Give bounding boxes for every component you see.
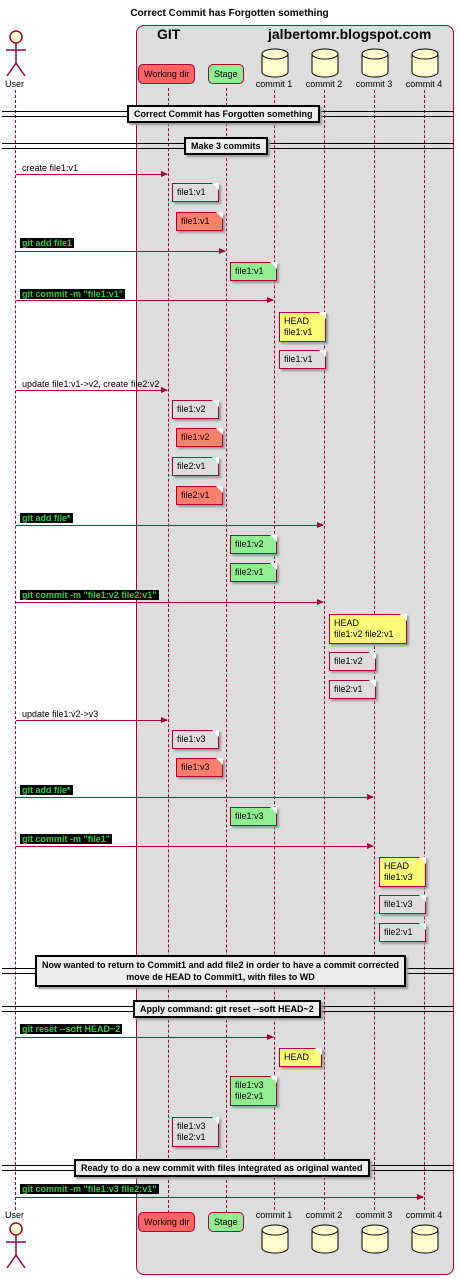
note-commit-2: file1:v2 [329, 652, 376, 671]
commit-2-db-icon-top [311, 48, 339, 78]
commit-2-label-bottom: commit 2 [305, 1210, 343, 1220]
command-label: git commit -m "file1:v2 file2:v1" [20, 590, 159, 600]
user-actor-icon [6, 1222, 26, 1269]
lifeline-commit-1 [274, 90, 275, 1210]
commit-2-db-icon-bottom [311, 1224, 339, 1254]
message-arrow [16, 1194, 424, 1200]
note-commit-3: file1:v3 [379, 895, 426, 914]
command-label: git add file* [20, 785, 73, 795]
divider-label: Correct Commit has Forgotten something [127, 105, 320, 123]
note-commit-2: file2:v1 [329, 680, 376, 699]
note-working-dir: file1:v2 [172, 400, 219, 419]
message-label: update file1:v2->v3 [22, 709, 99, 719]
command-label: git commit -m "file1" [20, 834, 113, 844]
stage-participant-top: Stage [208, 64, 244, 84]
note-working-dir: file1:v1 [172, 183, 219, 202]
note-working-dir-red: file1:v1 [176, 212, 223, 231]
note-head: HEAD file1:v1 [279, 312, 326, 342]
note-commit-3: file2:v1 [379, 923, 426, 942]
commit-3-label-top: commit 3 [355, 79, 393, 89]
note-stage: file1:v1 [230, 262, 277, 281]
user-label-top: User [5, 79, 25, 89]
command-label: git commit -m "file1:v1" [20, 289, 126, 299]
commit-4-db-icon-top [411, 48, 439, 78]
note-working-dir-red: file1:v2 [176, 428, 223, 447]
message-arrow [16, 522, 324, 528]
commit-3-db-icon-bottom [361, 1224, 389, 1254]
user-actor-icon [6, 30, 26, 77]
message-arrow [16, 717, 168, 723]
lifeline-commit-3 [374, 90, 375, 1210]
commit-4-db-icon-bottom [411, 1224, 439, 1254]
working-dir-participant-bottom: Working dir [138, 1212, 196, 1232]
command-label: git add file* [20, 513, 73, 523]
note-head: HEAD file1:v3 [379, 857, 426, 887]
note-working-dir-red: file2:v1 [176, 486, 223, 505]
note-stage: file2:v1 [230, 563, 277, 582]
commit-4-label-top: commit 4 [405, 79, 443, 89]
divider-label: Make 3 commits [184, 137, 268, 155]
commit-1-label-bottom: commit 1 [255, 1210, 293, 1220]
user-label-bottom: User [5, 1210, 25, 1220]
commit-4-label-bottom: commit 4 [405, 1210, 443, 1220]
box-title: GIT [157, 26, 181, 42]
message-arrow [16, 248, 226, 254]
commit-2-label-top: commit 2 [305, 79, 343, 89]
message-arrow [16, 387, 168, 393]
commit-3-db-icon-top [361, 48, 389, 78]
lifeline-commit-2 [324, 90, 325, 1210]
divider-label: Now wanted to return to Commit1 and add … [35, 955, 407, 987]
note-working-dir-red: file1:v3 [176, 758, 223, 777]
note-stage: file1:v3 [230, 807, 277, 826]
note-working-dir: file2:v1 [172, 457, 219, 476]
command-label: git reset --soft HEAD~2 [20, 1024, 123, 1034]
lifeline-commit-4 [424, 90, 425, 1210]
command-label: git commit -m "file1:v3 file2:v1" [20, 1184, 159, 1194]
commit-1-db-icon-bottom [261, 1224, 289, 1254]
note-stage: file1:v3 file2:v1 [230, 1076, 277, 1106]
message-label: create file1:v1 [22, 163, 79, 173]
commit-1-label-top: commit 1 [255, 79, 293, 89]
note-stage: file1:v2 [230, 535, 277, 554]
note-working-dir: file1:v3 file2:v1 [172, 1117, 219, 1147]
message-arrow [16, 1034, 274, 1040]
diagram-title: Correct Commit has Forgotten something [130, 8, 329, 19]
working-dir-participant-top: Working dir [138, 64, 196, 84]
stage-participant-bottom: Stage [208, 1212, 244, 1232]
message-arrow [16, 297, 274, 303]
lifeline-working-dir [168, 88, 169, 1213]
note-head: HEAD [279, 1048, 323, 1067]
note-working-dir: file1:v3 [172, 730, 219, 749]
message-arrow [16, 843, 374, 849]
note-head: HEAD file1:v2 file2:v1 [329, 614, 407, 644]
divider-label: Ready to do a new commit with files inte… [74, 1159, 370, 1177]
message-arrow [16, 794, 374, 800]
commit-3-label-bottom: commit 3 [355, 1210, 393, 1220]
message-label: update file1:v1->v2, create file2:v2 [22, 379, 160, 389]
commit-1-db-icon-top [261, 48, 289, 78]
box-credit: jalbertomr.blogspot.com [268, 26, 432, 42]
lifeline-stage [226, 88, 227, 1213]
command-label: git add file1 [20, 238, 75, 248]
message-arrow [16, 599, 324, 605]
lifeline-user [15, 90, 16, 1210]
divider-label: Apply command: git reset --soft HEAD~2 [133, 1000, 321, 1018]
message-arrow [16, 171, 168, 177]
note-commit-1: file1:v1 [279, 350, 326, 369]
